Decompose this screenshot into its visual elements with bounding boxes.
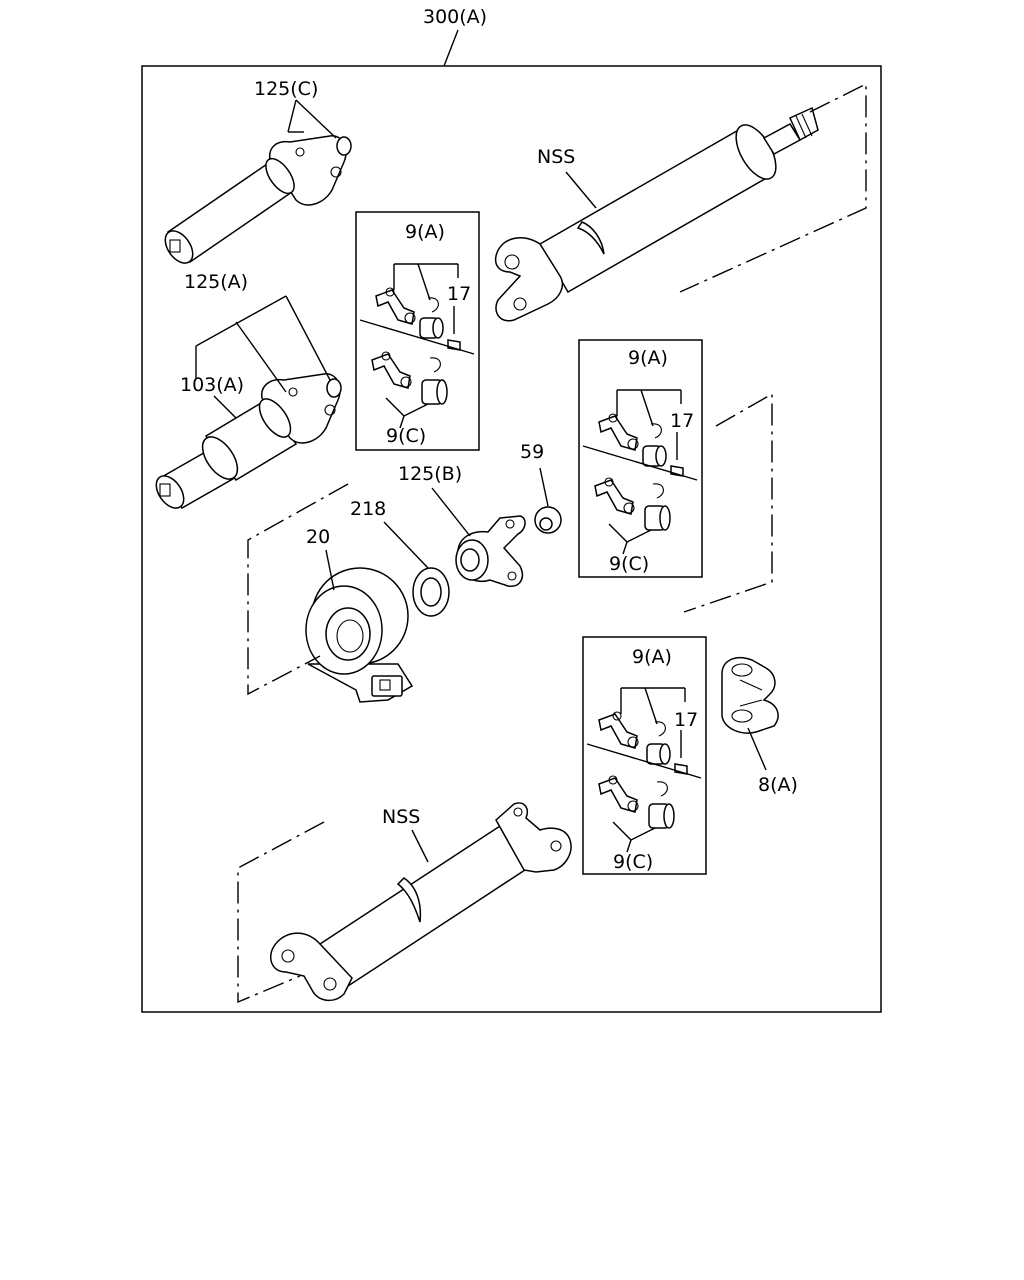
label-125a: 125(A) [184, 271, 248, 293]
kit1-cup-label: 9(C) [386, 425, 426, 447]
kit2-fitting-label: 17 [670, 410, 694, 432]
ujoint-kit-3-box [582, 636, 707, 875]
label-103a: 103(A) [180, 374, 244, 396]
ujoint-kit-1: 9(A) 17 9(C) [355, 211, 480, 451]
ujoint-kit-2-box [578, 339, 703, 578]
kit3-cup-label: 9(C) [613, 851, 653, 873]
assembly-label: 300(A) [423, 6, 487, 28]
label-nss-top: NSS [537, 146, 575, 168]
kit1-spider-label: 9(A) [405, 221, 445, 243]
seal-ring-125c [336, 136, 352, 156]
assembly-frame [141, 65, 882, 1013]
label-125b: 125(B) [398, 463, 462, 485]
nss-tube-bottom [270, 802, 572, 1002]
nss-tube-top [494, 106, 819, 322]
label-125c: 125(C) [254, 78, 318, 100]
kit3-fitting-label: 17 [674, 709, 698, 731]
ujoint-kit-1-box [355, 211, 480, 451]
label-nss-bottom: NSS [382, 806, 420, 828]
shaft-103a [155, 373, 341, 509]
flange-yoke-8a [721, 656, 779, 734]
kit3-spider-label: 9(A) [632, 646, 672, 668]
label-218: 218 [350, 498, 386, 520]
yoke-125b [455, 515, 526, 587]
seal-ring-125a [326, 378, 342, 398]
ujoint-kit-3: 9(A) 17 9(C) [582, 636, 707, 875]
ujoint-kit-2: 9(A) 17 9(C) [578, 339, 703, 578]
kit1-fitting-label: 17 [447, 283, 471, 305]
kit2-cup-label: 9(C) [609, 553, 649, 575]
nut-59 [534, 506, 562, 534]
label-8a: 8(A) [758, 774, 798, 796]
slip-yoke-125c [164, 135, 347, 264]
label-59: 59 [520, 441, 544, 463]
kit2-spider-label: 9(A) [628, 347, 668, 369]
center-bearing-20 [305, 567, 414, 703]
washer-218 [412, 567, 450, 617]
label-20: 20 [306, 526, 330, 548]
